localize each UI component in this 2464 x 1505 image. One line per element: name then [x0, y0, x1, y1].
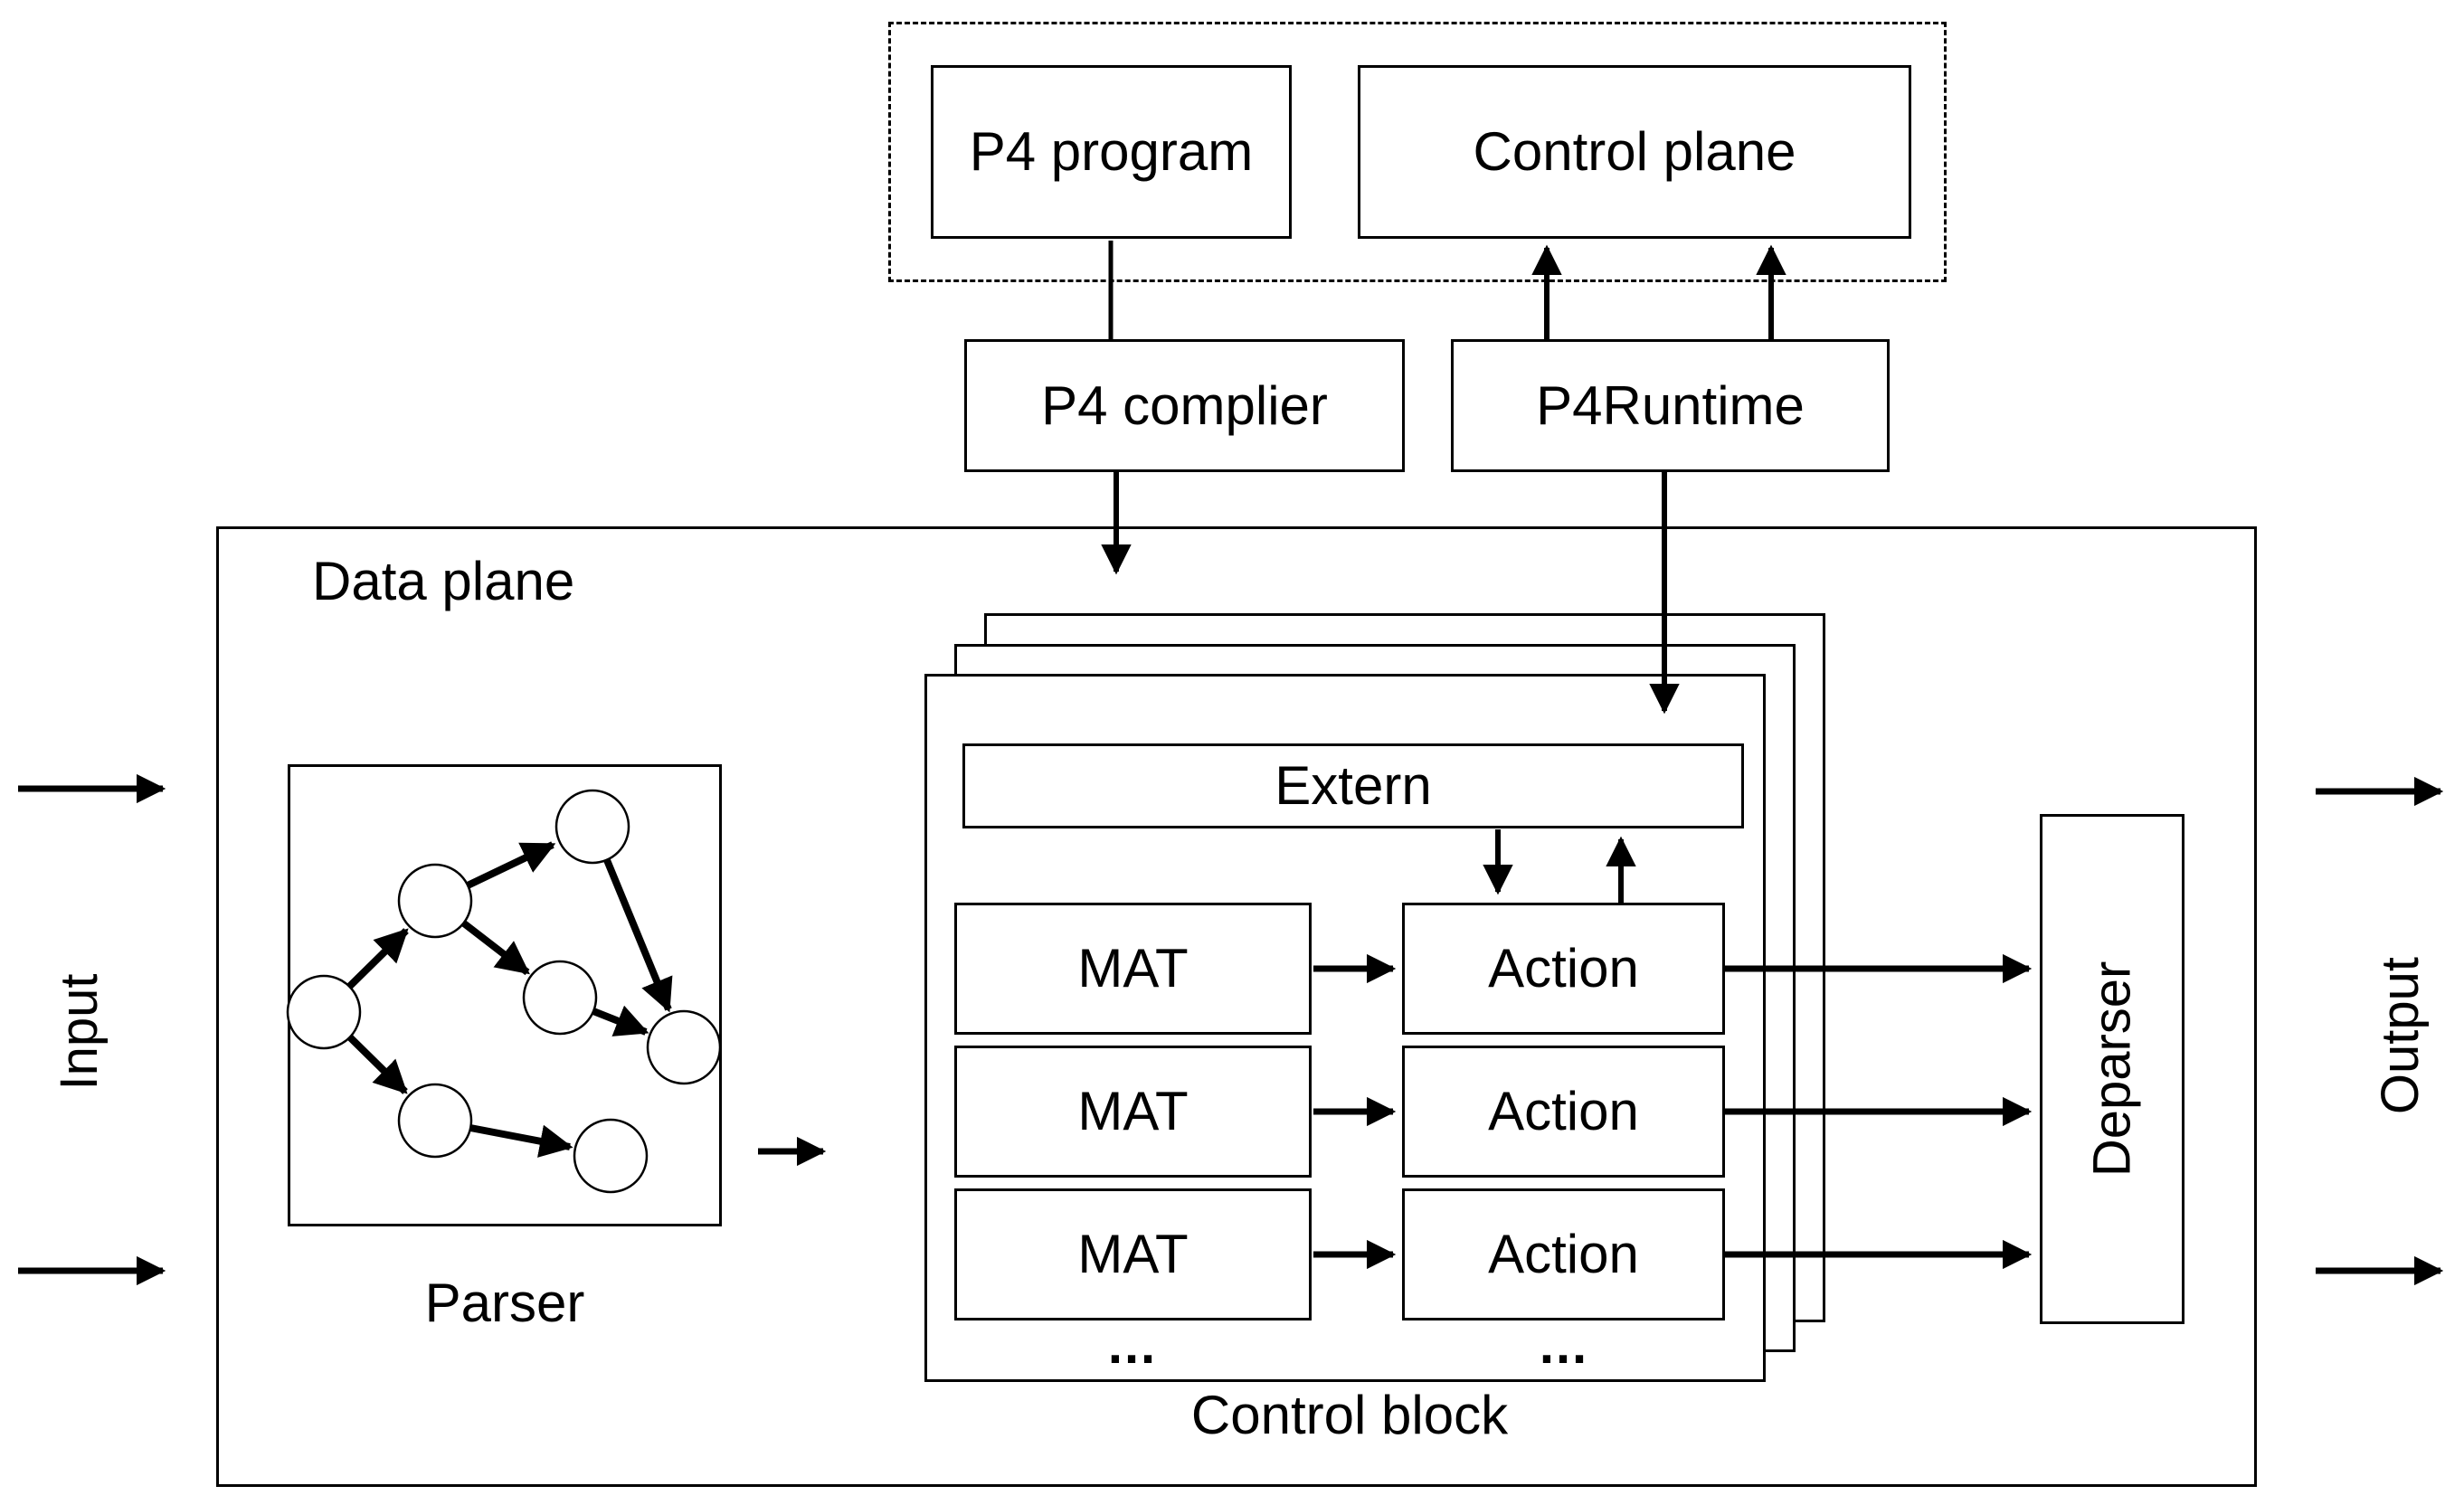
- p4-runtime-label: P4Runtime: [1536, 374, 1805, 436]
- data-plane-label: Data plane: [312, 551, 575, 611]
- p4-program-box: P4 program: [931, 65, 1292, 239]
- deparser-label: Deparser: [2082, 961, 2142, 1178]
- action-box-row2: Action: [1402, 1046, 1725, 1178]
- action-label-row3: Action: [1488, 1224, 1639, 1284]
- extern-label: Extern: [1275, 755, 1432, 816]
- control-plane-box: Control plane: [1358, 65, 1911, 239]
- mat-label-row3: MAT: [1077, 1224, 1189, 1284]
- mat-box-row2: MAT: [954, 1046, 1312, 1178]
- p4-complier-box: P4 complier: [964, 339, 1405, 472]
- action-ellipsis: ...: [1539, 1316, 1589, 1376]
- mat-label-row1: MAT: [1077, 938, 1189, 999]
- control-plane-label: Control plane: [1473, 121, 1796, 182]
- action-label-row1: Action: [1488, 938, 1639, 999]
- action-box-row1: Action: [1402, 903, 1725, 1035]
- action-box-row3: Action: [1402, 1188, 1725, 1320]
- parser-label: Parser: [424, 1273, 585, 1333]
- p4-program-label: P4 program: [969, 121, 1254, 182]
- mat-label-row2: MAT: [1077, 1081, 1189, 1141]
- action-label-row2: Action: [1488, 1081, 1639, 1141]
- input-label: Input: [50, 973, 109, 1091]
- p4-runtime-box: P4Runtime: [1451, 339, 1890, 472]
- control-block-label: Control block: [1190, 1385, 1509, 1445]
- mat-ellipsis: ...: [1107, 1316, 1158, 1376]
- parser-box: [288, 764, 722, 1226]
- p4-complier-label: P4 complier: [1041, 374, 1328, 436]
- deparser-box: Deparser: [2040, 814, 2184, 1324]
- extern-box: Extern: [962, 743, 1744, 828]
- mat-box-row3: MAT: [954, 1188, 1312, 1320]
- output-label: Output: [2371, 956, 2431, 1115]
- mat-box-row1: MAT: [954, 903, 1312, 1035]
- top-dashed-group-box: [888, 22, 1947, 282]
